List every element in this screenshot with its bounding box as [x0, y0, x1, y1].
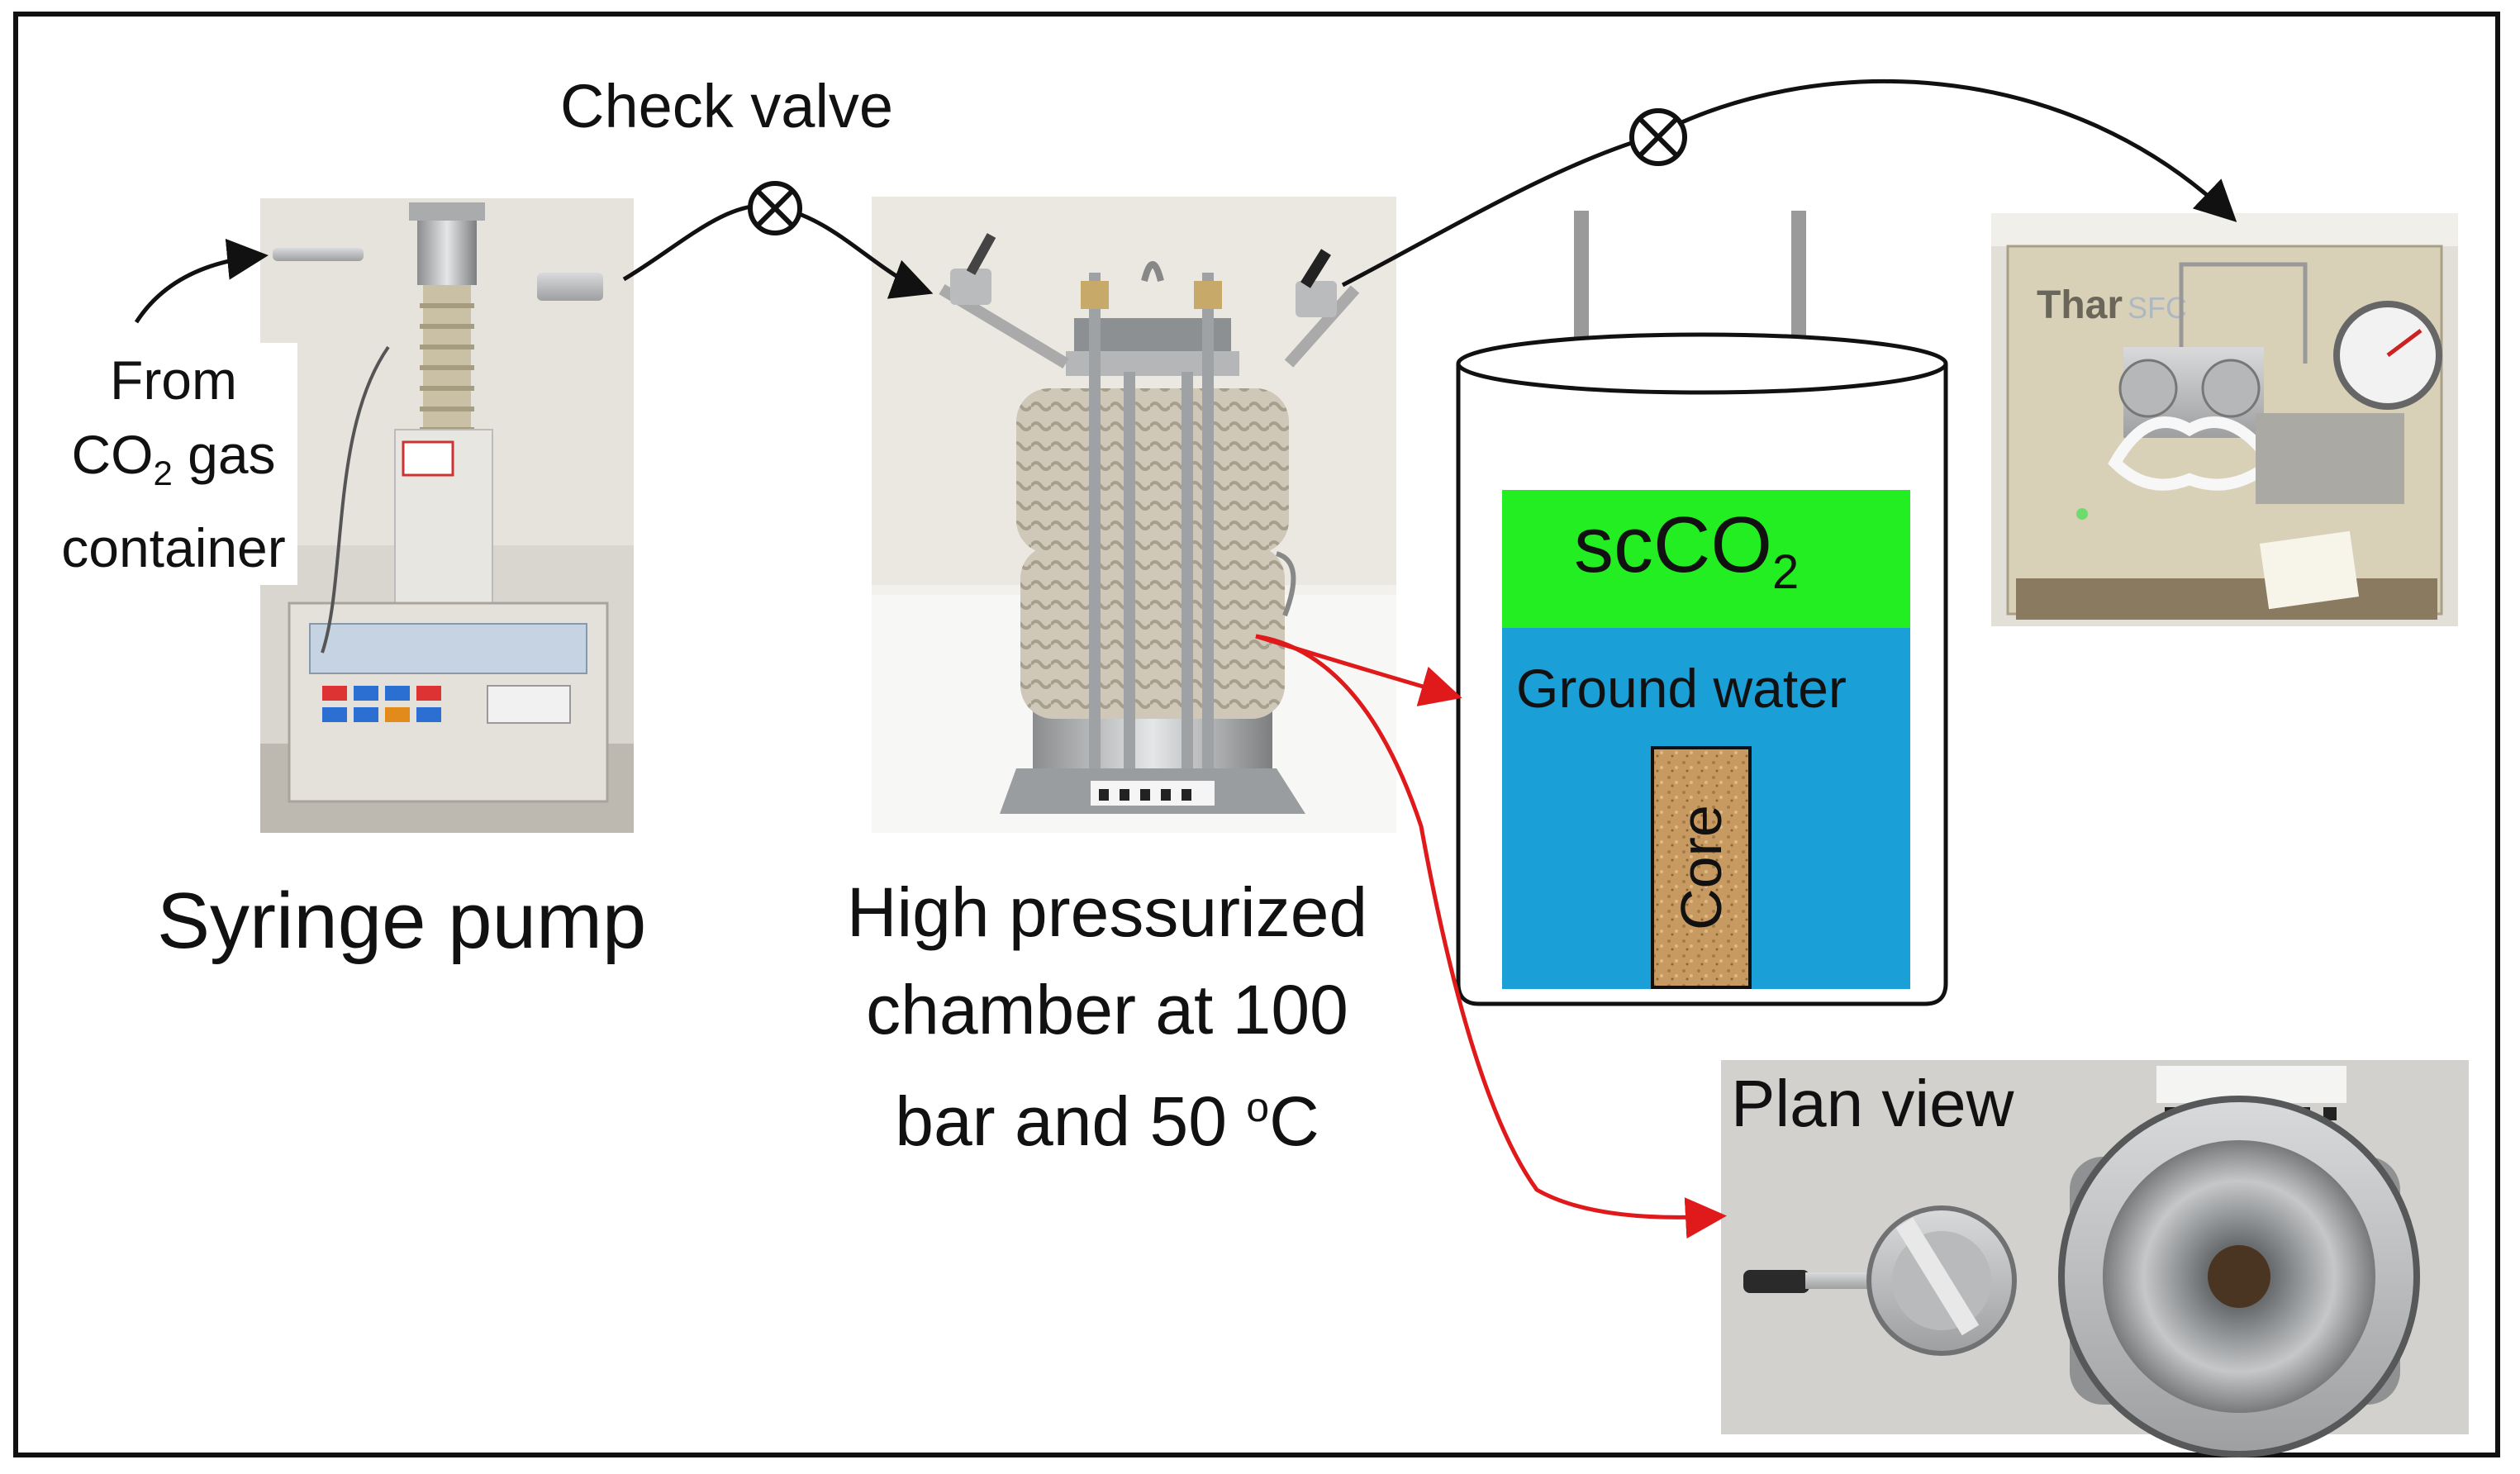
thar-model-text: SFC: [2128, 291, 2187, 325]
co2-source-label: From CO2 gas container: [50, 343, 297, 586]
scco2-subscript: 2: [1772, 545, 1800, 600]
syringe-pump-label: Syringe pump: [157, 877, 647, 965]
plan-view-label: Plan view: [1731, 1067, 2014, 1140]
plan-view-photo: [1721, 1060, 2469, 1457]
figure-frame: [13, 12, 2500, 1457]
red-arrow-to-plan-view: [1255, 634, 1727, 1239]
gas-text: gas: [172, 424, 276, 485]
co2-text: CO: [71, 424, 154, 485]
scco2-text: scCO: [1574, 501, 1772, 589]
celsius-text: C: [1269, 1082, 1319, 1160]
core-label: Core: [1669, 805, 1733, 930]
chamber-to-sfc-line: [1341, 78, 2237, 288]
syringe-pump-photo: [260, 198, 634, 833]
chamber-label: High pressurized chamber at 100 bar and …: [735, 863, 1479, 1170]
degree-superscript: o: [1246, 1084, 1270, 1130]
chamber-photo: [872, 197, 1396, 833]
co2-gas-line: CO2 gas: [50, 417, 297, 511]
scco2-label: scCO2: [1574, 500, 1799, 600]
check-valve-icon: [748, 181, 802, 235]
container-line: container: [61, 517, 286, 579]
ground-water-label: Ground water: [1516, 658, 1847, 719]
chamber-line-1: High pressurized: [846, 873, 1368, 951]
inlet-arrow: [134, 238, 269, 324]
thar-sfc-photo: Thar SFC: [1991, 213, 2458, 626]
co2-subscript: 2: [153, 454, 173, 493]
vessel-schematic: [1456, 211, 1948, 1006]
chamber-line-2: chamber at 100: [866, 971, 1348, 1048]
core-sample: [1651, 746, 1752, 989]
check-valve-label: Check valve: [560, 72, 894, 140]
thar-brand-text: Thar: [2037, 283, 2123, 327]
scco2-layer: [1500, 487, 1913, 628]
chamber-line-3: bar and 50 oC: [735, 1058, 1479, 1170]
from-line: From: [110, 349, 237, 411]
outlet-valve-icon: [1629, 108, 1687, 166]
chamber-conditions-text: bar and 50: [895, 1082, 1247, 1160]
